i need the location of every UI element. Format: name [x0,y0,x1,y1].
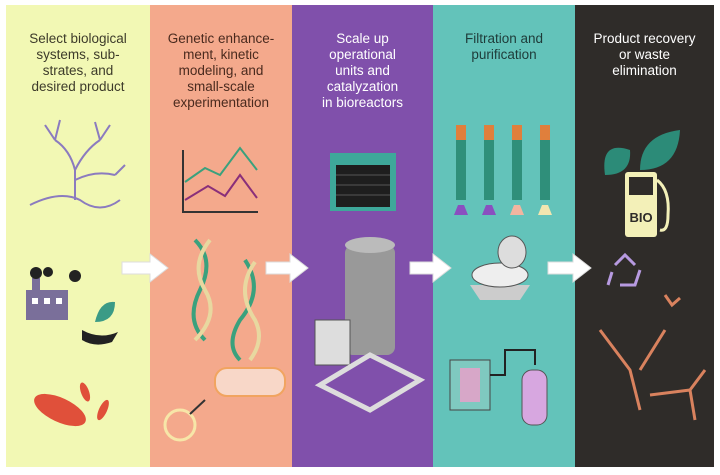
filtration-setup-icon [449,349,548,426]
plant-icon [29,119,126,209]
stage-scale-up: Scale up operational units and catalyzat… [292,5,433,467]
arrow-icon [265,252,309,284]
centrifuge-icon [470,235,530,300]
stage-title: Genetic enhance- ment, kinetic modeling,… [167,31,275,110]
plasmid-icon [163,367,286,442]
bacteria-icon [34,382,109,427]
stage-title: Filtration and purification [464,31,544,62]
recycle-icon [606,252,642,287]
stage-select-biological-systems: Select biological systems, sub- strates,… [6,5,150,467]
chromatography-columns-icon [454,125,552,215]
line-chart-icon [182,146,258,213]
factory-icon [26,267,81,320]
arrow-icon [547,252,592,284]
incubator-icon [330,153,396,211]
arrow-icon [121,252,169,284]
arrow-icon [409,252,452,284]
stage-title: Scale up operational units and catalyzat… [321,31,404,110]
bio-fuel-pump-icon: BIO [604,130,680,237]
bio-label: BIO [629,210,652,225]
dna-icon [191,238,261,362]
stage-title: Select biological systems, sub- strates,… [29,31,127,94]
hand-leaf-icon [82,301,118,345]
stage-title: Product recovery or waste elimination [593,31,696,78]
antibody-icon [598,294,707,421]
bioreactor-icon [314,237,426,413]
